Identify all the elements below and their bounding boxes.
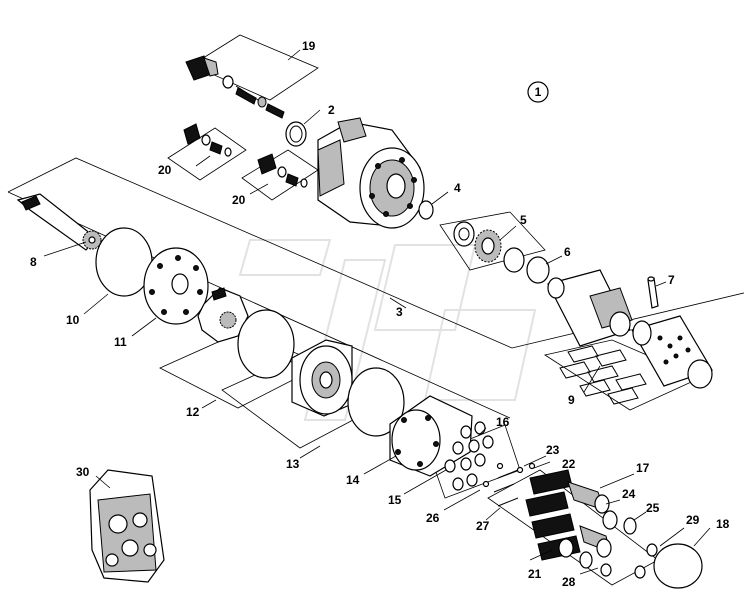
callout-23: 23 <box>546 443 560 457</box>
part-2-o-ring <box>285 121 307 147</box>
part-16-o-rings <box>444 421 494 491</box>
main-housing <box>317 117 425 229</box>
output-shaft-spool <box>547 269 633 347</box>
part-20-relief-valve-upper <box>183 123 232 157</box>
part-4-seal-ring <box>418 200 434 220</box>
callout-18: 18 <box>716 517 730 531</box>
callout-25: 25 <box>646 501 660 515</box>
part-13-o-ring <box>347 367 405 437</box>
callout-14: 14 <box>346 473 360 487</box>
callout-17: 17 <box>636 461 650 475</box>
callout-28: 28 <box>562 575 576 589</box>
part-29-o-ring-a <box>646 543 658 557</box>
part-22-23-check-balls <box>482 462 536 488</box>
callout-29: 29 <box>686 513 700 527</box>
part-19-frame <box>191 34 319 101</box>
part-7-pin <box>647 276 659 309</box>
leader-lines <box>43 49 711 575</box>
part-12-rotor-star <box>197 287 249 343</box>
part-13-gerotor-body <box>291 339 353 417</box>
part-20-relief-valve-lower <box>257 153 308 188</box>
callout-20-upper: 20 <box>158 163 172 177</box>
part-12-o-ring <box>237 309 295 379</box>
callout-3: 3 <box>396 305 403 319</box>
part-19-spool-assembly <box>185 55 285 119</box>
figure-number-text: 1 <box>535 85 542 99</box>
callout-19: 19 <box>302 39 316 53</box>
callout-labels: 2 3 4 5 6 7 8 9 10 11 12 13 14 15 16 17 … <box>30 39 730 589</box>
figure-number-circle <box>527 81 549 103</box>
callout-12: 12 <box>186 405 200 419</box>
callout-9: 9 <box>568 393 575 407</box>
part-30-gasket <box>89 469 165 583</box>
part-6-seal <box>526 256 550 284</box>
callout-22: 22 <box>562 457 576 471</box>
part-27-bolts <box>493 469 519 507</box>
part-28-o-ring <box>600 563 612 577</box>
part-5-bearing-assembly <box>453 221 525 273</box>
figure-number: 1 <box>527 81 549 103</box>
callout-20-lower: 20 <box>232 193 246 207</box>
part-5-frame <box>439 211 546 271</box>
callout-15: 15 <box>388 493 402 507</box>
callout-7: 7 <box>668 273 675 287</box>
part-8-drive-shaft <box>16 193 102 251</box>
part-18-cover <box>653 543 703 589</box>
callout-11: 11 <box>114 335 127 349</box>
part-29-o-ring-b <box>634 565 646 579</box>
callout-13: 13 <box>286 457 300 471</box>
part-9-valve-sleeve <box>631 315 713 389</box>
callout-6: 6 <box>564 245 571 259</box>
watermark <box>238 239 537 421</box>
callout-4: 4 <box>454 181 461 195</box>
callout-21: 21 <box>528 567 542 581</box>
callout-8: 8 <box>30 255 37 269</box>
callout-30: 30 <box>76 465 90 479</box>
callout-5: 5 <box>520 213 527 227</box>
part-14-end-cap <box>389 395 473 477</box>
part-17-valve-cartridges <box>525 469 637 569</box>
part-11-wear-plate <box>143 247 209 325</box>
callout-16: 16 <box>496 415 510 429</box>
callout-2: 2 <box>328 103 335 117</box>
callout-27: 27 <box>476 519 490 533</box>
callout-10: 10 <box>66 313 80 327</box>
callout-26: 26 <box>426 511 440 525</box>
callout-24: 24 <box>622 487 636 501</box>
